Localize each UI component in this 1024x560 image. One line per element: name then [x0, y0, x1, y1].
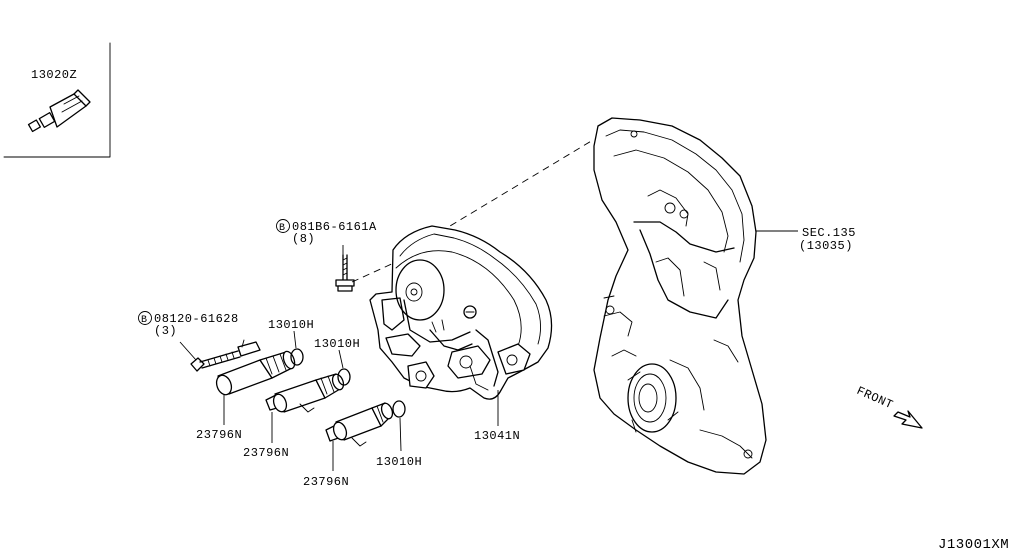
- label-solenoid-1: 23796N: [196, 428, 242, 442]
- front-cover: [369, 225, 553, 400]
- bolt-lower: [179, 341, 241, 372]
- bolt-quantity: (3): [154, 324, 177, 338]
- bolt-badge-letter: B: [141, 315, 148, 326]
- label-o-ring-2: 13010H: [314, 337, 360, 351]
- solenoid-valve-1: [215, 339, 296, 396]
- bolt-badge-letter: B: [279, 223, 286, 234]
- bolt-badge-icon: [138, 311, 152, 325]
- bolt-quantity: (8): [292, 232, 315, 246]
- o-ring-1: [290, 348, 304, 366]
- bolt-part-number: 08120-61628: [154, 312, 239, 326]
- bolt-label-lower: B 08120-61628 (3): [138, 311, 239, 338]
- bolt-badge-icon: [276, 219, 290, 233]
- label-section-ref: SEC.135: [802, 226, 856, 240]
- label-front-cover: 13041N: [474, 429, 520, 443]
- o-ring-3: [392, 400, 406, 418]
- bolt-label-upper: B 081B6-6161A (8): [276, 219, 377, 246]
- label-sealant: 13020Z: [31, 68, 77, 82]
- timing-chain-case: [593, 117, 767, 475]
- front-label: FRONT: [854, 384, 895, 412]
- front-arrow-icon: [893, 410, 923, 429]
- inset-box: 13020Z: [3, 42, 111, 158]
- bolt-part-number: 081B6-6161A: [292, 220, 377, 234]
- bolt-upper: [335, 245, 355, 292]
- sealant-tube-icon: [27, 89, 91, 133]
- label-o-ring-1: 13010H: [268, 318, 314, 332]
- label-solenoid-3: 23796N: [303, 475, 349, 489]
- solenoid-valve-2: [265, 373, 345, 413]
- label-section-sub: (13035): [799, 239, 853, 253]
- label-o-ring-3: 13010H: [376, 455, 422, 469]
- label-solenoid-2: 23796N: [243, 446, 289, 460]
- solenoid-valve-3: [325, 402, 394, 447]
- diagram-code: J13001XM: [938, 537, 1009, 553]
- front-direction-indicator: FRONT: [854, 384, 923, 429]
- o-ring-2: [337, 368, 351, 386]
